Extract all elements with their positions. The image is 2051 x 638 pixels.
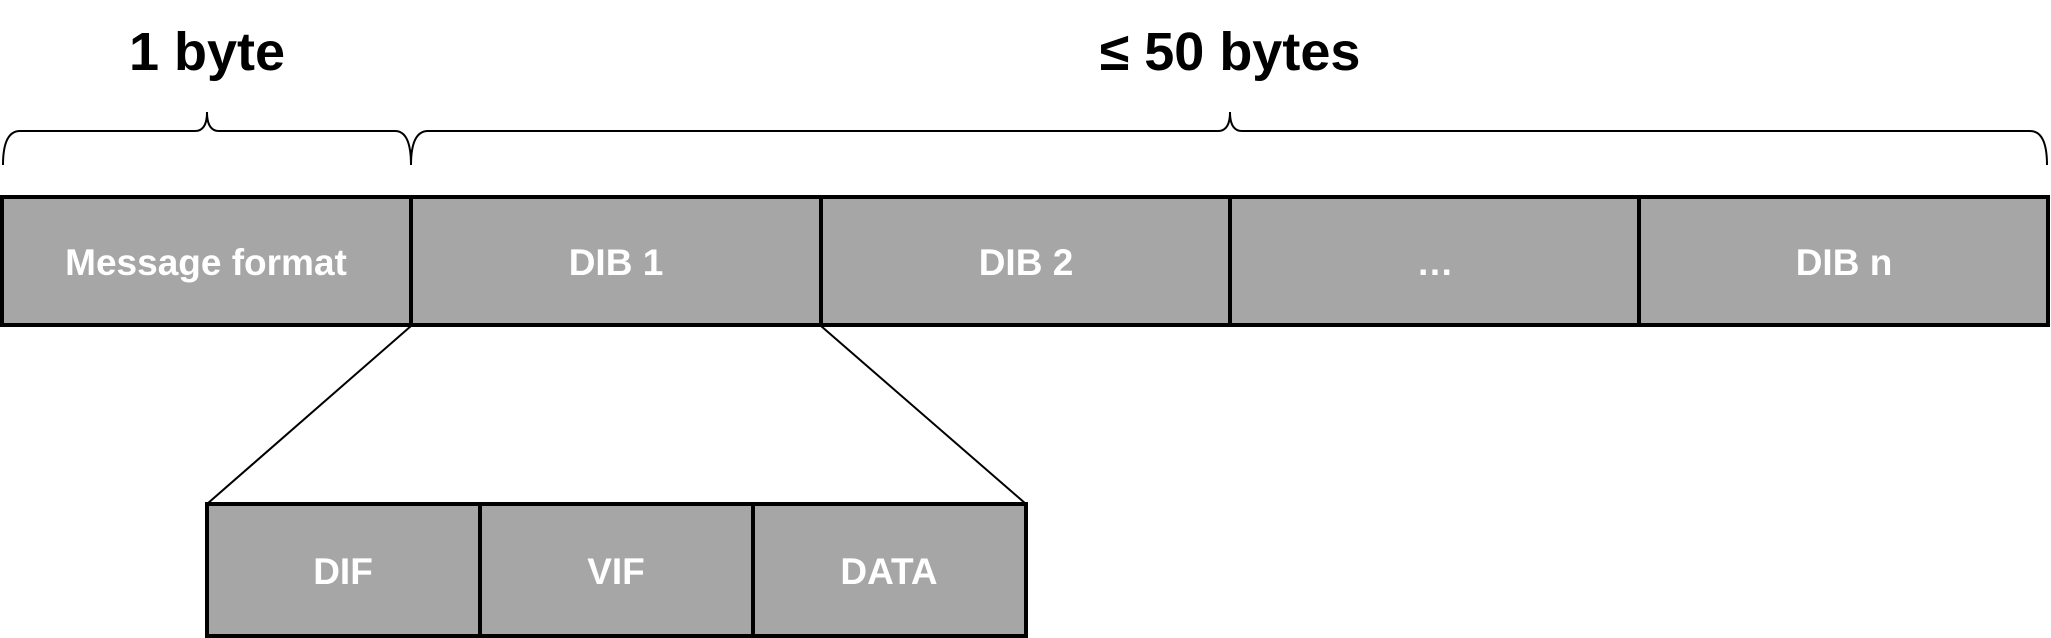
dib-detail-cell-vif: VIF: [478, 502, 755, 638]
cell-box: [751, 502, 1028, 638]
cell-box: [0, 195, 413, 327]
cell-box: [205, 502, 482, 638]
dib-detail-cell-data: DATA: [751, 502, 1028, 638]
cell-label: DIF: [313, 551, 373, 592]
cell-box: [819, 195, 1232, 327]
cell-label: DIB 1: [569, 242, 664, 283]
expansion-line-right: [820, 325, 1027, 505]
telegram-cell-ellipsis: …: [1228, 195, 1641, 327]
cell-label: DIB 2: [979, 242, 1074, 283]
cell-box: [409, 195, 823, 327]
telegram-row: Message format DIB 1 DIB 2 … DIB n: [0, 195, 2050, 327]
telegram-cell-dib-2: DIB 2: [819, 195, 1232, 327]
expansion-line-left: [206, 325, 412, 505]
dib-detail-cell-dif: DIF: [205, 502, 482, 638]
cell-label: VIF: [587, 551, 645, 592]
dib-detail-row: DIF VIF DATA: [205, 502, 1028, 638]
header-size-label: 1 byte: [129, 22, 285, 82]
telegram-cell-dib-n: DIB n: [1637, 195, 2050, 327]
telegram-cell-dib-1: DIB 1: [409, 195, 823, 327]
cell-label: DIB n: [1796, 242, 1893, 283]
body-size-label: ≤ 50 bytes: [1100, 22, 1361, 82]
cell-label: Message format: [65, 242, 347, 283]
cell-label: …: [1417, 242, 1454, 283]
header-brace: [2, 111, 412, 166]
telegram-cell-message-format: Message format: [0, 195, 413, 327]
cell-label: DATA: [840, 551, 937, 592]
cell-box: [1637, 195, 2050, 327]
cell-box: [478, 502, 755, 638]
body-brace: [410, 111, 2048, 166]
